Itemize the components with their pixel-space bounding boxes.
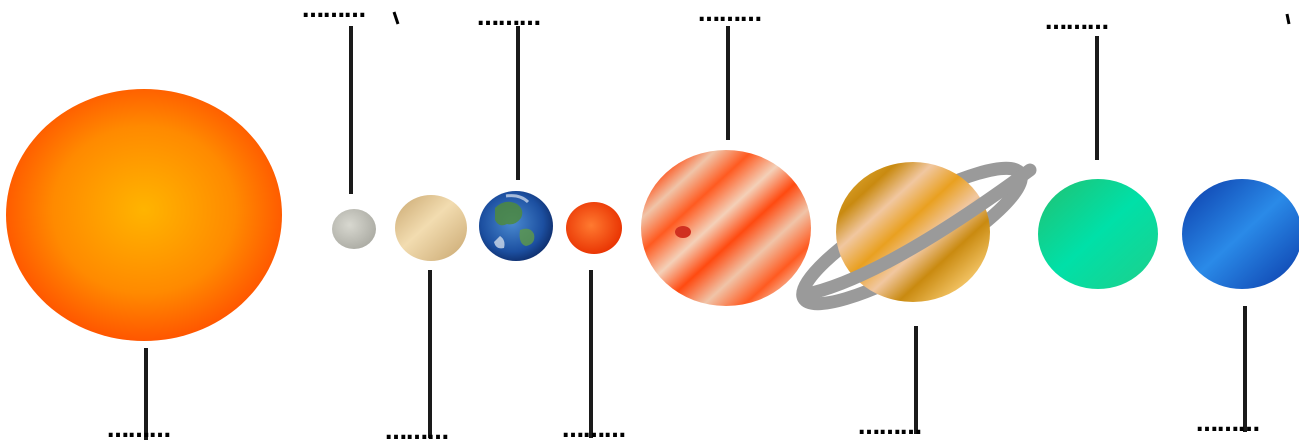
- blank-label-earth: ………: [477, 8, 540, 30]
- blank-label-saturn: ………: [858, 417, 921, 439]
- blank-label-neptune: ………: [1196, 414, 1259, 436]
- stray-mark: [1287, 14, 1289, 24]
- saturn: [789, 148, 1036, 325]
- blank-label-uranus: ………: [1045, 12, 1108, 34]
- venus: [395, 195, 467, 261]
- mercury: [332, 209, 376, 249]
- neptune: [1182, 179, 1299, 289]
- blank-label-mercury: ………: [302, 0, 365, 22]
- earth: [479, 191, 553, 261]
- uranus: [1038, 179, 1158, 289]
- blank-label-sun: ………: [107, 420, 170, 442]
- blank-label-venus: ………: [385, 422, 448, 444]
- sun: [6, 89, 282, 341]
- blank-label-mars: ………: [562, 420, 625, 442]
- mars: [566, 202, 622, 254]
- jupiter: [641, 150, 811, 306]
- stray-mark: [394, 12, 398, 24]
- blank-label-jupiter: ………: [698, 4, 761, 26]
